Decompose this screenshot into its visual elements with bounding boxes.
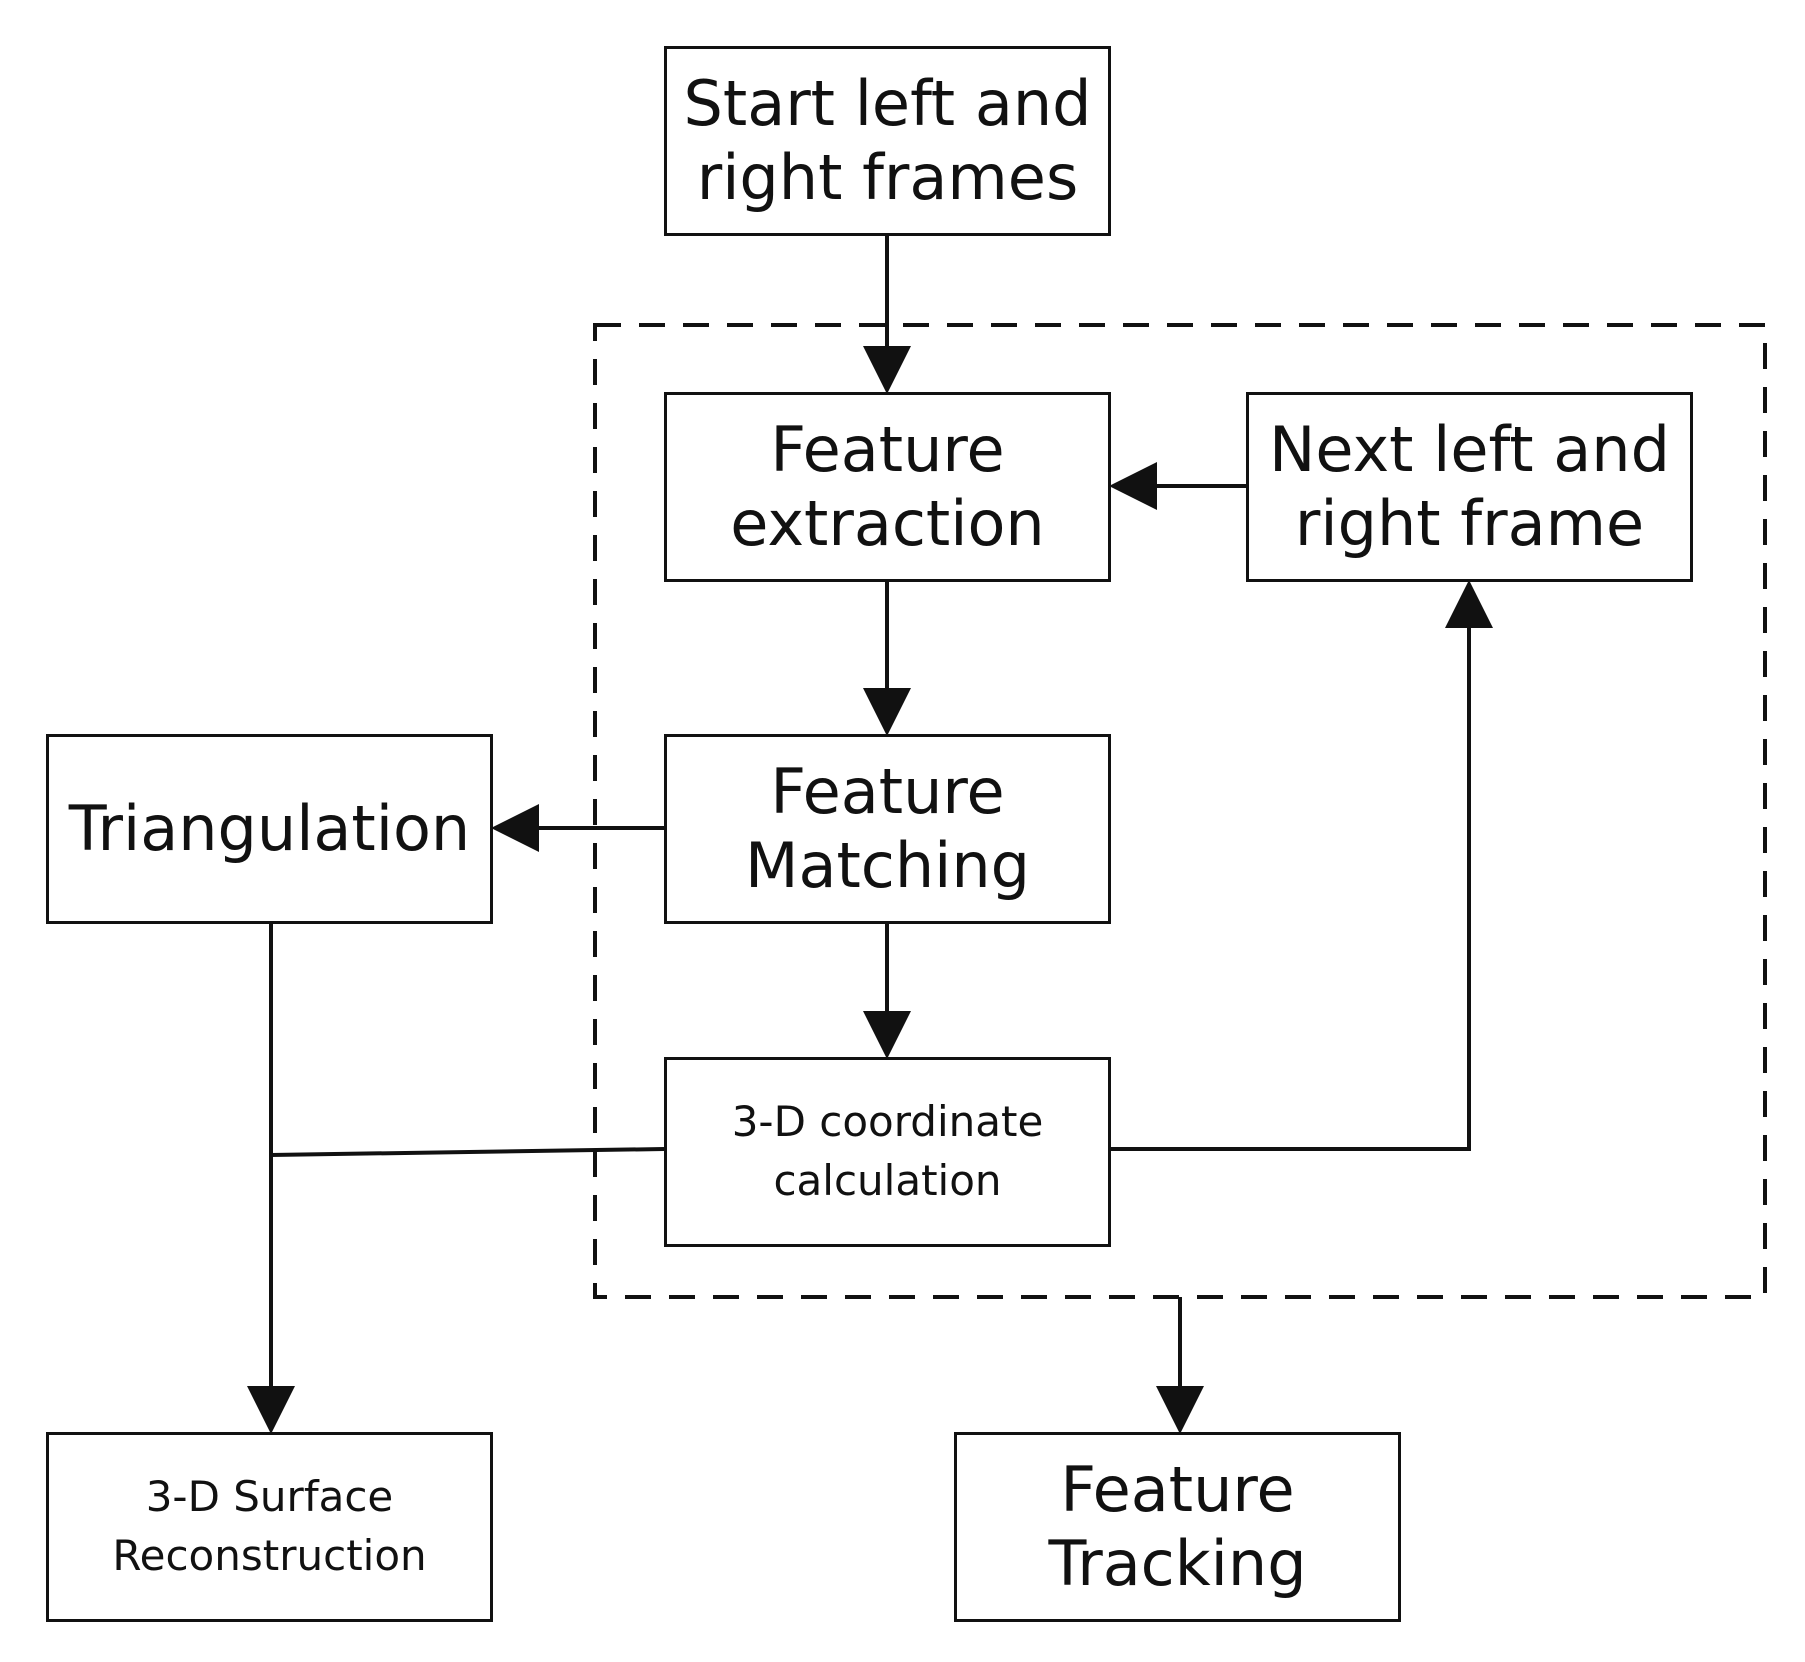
node-next-frame: Next left and right frame <box>1246 392 1693 582</box>
node-feature-matching-label: Feature Matching <box>744 754 1031 902</box>
edge-coordinate-to-surface <box>270 1147 665 1157</box>
node-triangulation-label: Triangulation <box>68 791 471 865</box>
node-coordinate-calculation-label: 3-D coordinate calculation <box>731 1097 1044 1205</box>
node-feature-matching: Feature Matching <box>664 734 1111 924</box>
node-surface-reconstruction: 3-D Surface Reconstruction <box>46 1432 493 1622</box>
node-feature-tracking-label: Feature Tracking <box>1048 1452 1307 1600</box>
node-triangulation: Triangulation <box>46 734 493 924</box>
node-coordinate-calculation: 3-D coordinate calculation <box>664 1057 1111 1247</box>
node-feature-tracking: Feature Tracking <box>954 1432 1401 1622</box>
edge-coordinate-to-next <box>1111 580 1493 1151</box>
dashed-loop-group <box>593 323 1767 1299</box>
node-start-frames-label: Start left and right frames <box>683 66 1092 214</box>
node-feature-extraction-label: Feature extraction <box>730 412 1045 560</box>
node-feature-extraction: Feature extraction <box>664 392 1111 582</box>
node-start-frames: Start left and right frames <box>664 46 1111 236</box>
node-surface-reconstruction-label: 3-D Surface Reconstruction <box>112 1472 427 1580</box>
node-next-frame-label: Next left and right frame <box>1269 412 1670 560</box>
